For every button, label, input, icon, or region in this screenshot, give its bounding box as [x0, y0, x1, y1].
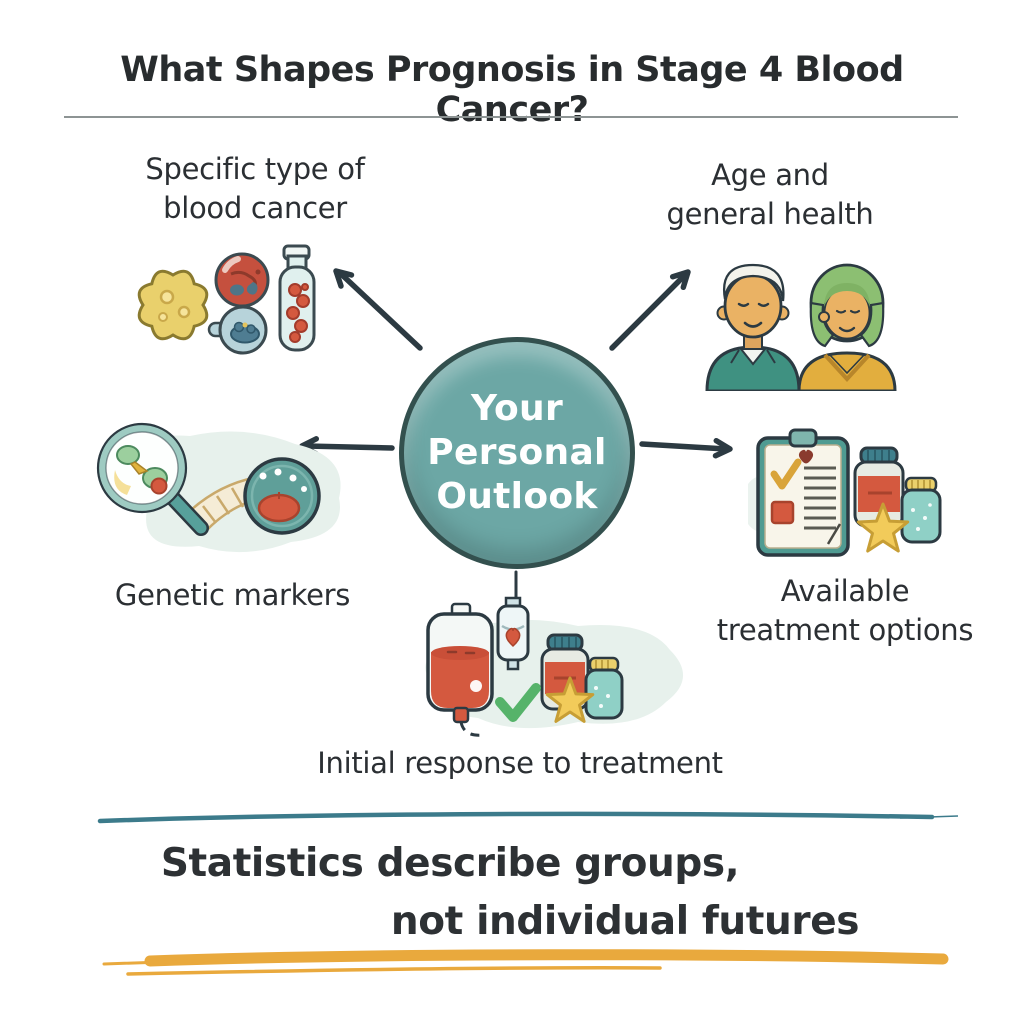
gold-brush-line	[144, 949, 949, 967]
footer-statement-line2: not individual futures	[390, 899, 860, 944]
arrowhead-type	[333, 268, 355, 289]
check-icon	[495, 683, 541, 722]
arrow-to-treatment	[639, 441, 729, 452]
label-treatment-options: Available treatment options	[716, 574, 974, 647]
page-title: What Shapes Prognosis in Stage 4 Blood C…	[120, 50, 904, 130]
cancer-cells-icon	[137, 244, 316, 355]
label-specific-type: Specific type of blood cancer	[145, 152, 365, 225]
title-divider	[64, 116, 958, 118]
arrow-to-age	[609, 273, 687, 351]
star-icon	[545, 676, 595, 723]
treatment-response-icon	[425, 596, 684, 737]
teal-brush-line	[97, 811, 935, 824]
arrowhead-age	[669, 269, 691, 291]
label-genetic-markers: Genetic markers	[114, 578, 351, 612]
label-initial-response: Initial response to treatment	[317, 746, 723, 780]
center-node-line1: Your	[470, 388, 564, 430]
genetic-markers-icon	[96, 422, 341, 553]
arrow-to-type	[337, 270, 423, 351]
gold-brush-underline	[126, 966, 662, 976]
gold-brush-tail	[102, 958, 222, 966]
center-node-line3: Outlook	[436, 475, 598, 517]
elderly-couple-icon	[705, 263, 897, 391]
treatment-options-icon	[748, 428, 942, 557]
label-age-health: Age and general health	[666, 158, 874, 231]
footer-statement-line1: Statistics describe groups,	[160, 841, 740, 886]
center-node: Your Personal Outlook	[399, 337, 635, 569]
center-node-line2: Personal	[427, 432, 607, 474]
arrowhead-treatment	[712, 437, 733, 459]
teal-brush-tail	[899, 815, 959, 819]
